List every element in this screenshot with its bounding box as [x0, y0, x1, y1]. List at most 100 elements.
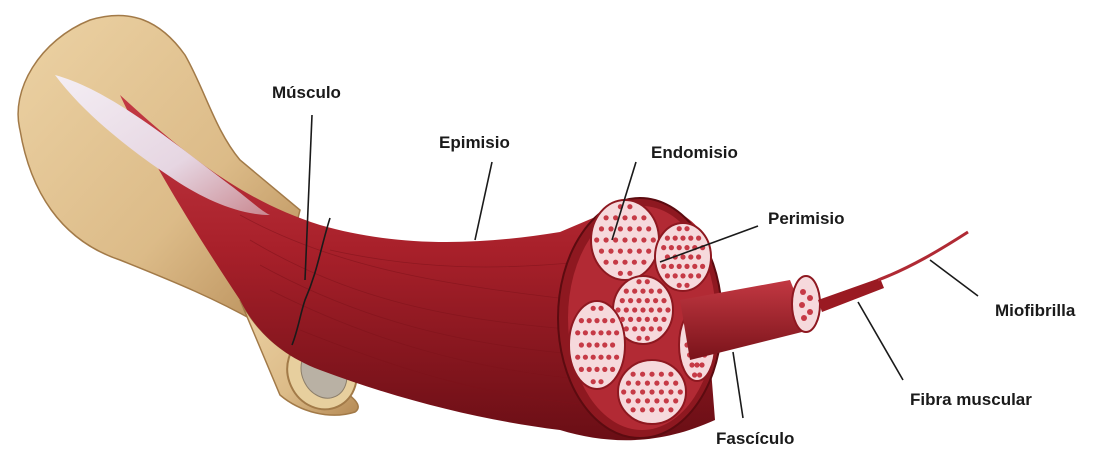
label-epimisio: Epimisio [439, 133, 510, 152]
fiber-dot [649, 326, 654, 331]
fiber-dot [697, 372, 702, 377]
fiber-dot [673, 273, 678, 278]
fiber-dot [680, 273, 685, 278]
fiber-dot [640, 407, 645, 412]
fiber-dot [613, 215, 618, 220]
fiber-dot [661, 245, 666, 250]
fiber-dot [640, 307, 645, 312]
fiber-dot [613, 237, 618, 242]
leader-epimisio [475, 162, 492, 240]
fiber-dot [646, 249, 651, 254]
fiber-dot [696, 236, 701, 241]
fiber-dot [645, 279, 650, 284]
fiber-dot [618, 271, 623, 276]
label-perimisio: Perimisio [768, 209, 845, 228]
fiber-dot [669, 264, 674, 269]
fiber-dot [645, 336, 650, 341]
leader-fasciculo [733, 352, 743, 418]
fiber-dot [632, 326, 637, 331]
fiber-dot [680, 254, 685, 259]
fiber-dot [636, 279, 641, 284]
fiber-dot [624, 307, 629, 312]
fiber-dot [637, 226, 642, 231]
fiber-dot [684, 245, 689, 250]
fiber-dot [628, 317, 633, 322]
fiber-dot [664, 381, 669, 386]
fiber-dot [613, 260, 618, 265]
fiber-dot [579, 318, 584, 323]
fiber-dot [649, 307, 654, 312]
fiber-dot [677, 226, 682, 231]
fiber-dot [610, 367, 615, 372]
fiber-dot [640, 289, 645, 294]
fiber-dot [661, 298, 666, 303]
fiber-dot [649, 372, 654, 377]
fiber-dot [637, 249, 642, 254]
fiber-dot [641, 237, 646, 242]
fiber-dot [583, 330, 588, 335]
leader-fibra-muscular [858, 302, 903, 380]
fiber-dot [673, 236, 678, 241]
fiber-dot [640, 326, 645, 331]
fiber-dot [645, 398, 650, 403]
fiber-dot [606, 355, 611, 360]
fascicle-cylinder-end [792, 276, 820, 332]
fiber-dot [632, 260, 637, 265]
fiber-dot [657, 326, 662, 331]
fiber-dot [583, 355, 588, 360]
fiber-dot [579, 367, 584, 372]
fiber-dot [610, 342, 615, 347]
fiber-dot [657, 289, 662, 294]
fiber-dot [665, 236, 670, 241]
fiber-dot [673, 398, 678, 403]
fiber-dot [684, 283, 689, 288]
fiber-dot [618, 249, 623, 254]
fiber-dot [659, 407, 664, 412]
fiber-dot [599, 249, 604, 254]
fiber-dot [591, 379, 596, 384]
fiber-dot [627, 226, 632, 231]
fiber-dot [649, 389, 654, 394]
fiber-dot [594, 342, 599, 347]
fiber-dot [632, 237, 637, 242]
fiber-dot [624, 326, 629, 331]
fiber-dot [680, 236, 685, 241]
fiber-dot [618, 226, 623, 231]
fiber-dot [700, 264, 705, 269]
fiber-dot [598, 330, 603, 335]
fiber-dot [606, 330, 611, 335]
fiber-dot [659, 372, 664, 377]
fiber-dot [591, 355, 596, 360]
fiber-dot [604, 215, 609, 220]
fiber-dot [677, 283, 682, 288]
fiber-dot [699, 362, 704, 367]
fiber-dot [614, 355, 619, 360]
fiber-dot [654, 381, 659, 386]
fiber-dot [684, 226, 689, 231]
fiber-dot [688, 236, 693, 241]
fiber-dot [622, 260, 627, 265]
fiber-dot [645, 298, 650, 303]
fiber-dot [646, 226, 651, 231]
fiber-dot [575, 330, 580, 335]
fiber-dot [668, 389, 673, 394]
fiber-dot [668, 407, 673, 412]
fiber-dot [636, 298, 641, 303]
fiber-dot [684, 264, 689, 269]
fiber-dot [673, 381, 678, 386]
fiber-dot [627, 204, 632, 209]
fiber-dot [594, 318, 599, 323]
fiber-dot [661, 264, 666, 269]
fiber-dot [669, 245, 674, 250]
fiber-dot [621, 389, 626, 394]
fiber-dot [591, 306, 596, 311]
fiber-dot [599, 226, 604, 231]
fiber-dot [615, 307, 620, 312]
fiber-dot [653, 317, 658, 322]
label-endomisio: Endomisio [651, 143, 738, 162]
label-miofibrilla: Miofibrilla [995, 301, 1076, 320]
fiber-dot [678, 389, 683, 394]
fiber-dot [598, 306, 603, 311]
fiber-dot [654, 398, 659, 403]
fiber-dot [626, 381, 631, 386]
